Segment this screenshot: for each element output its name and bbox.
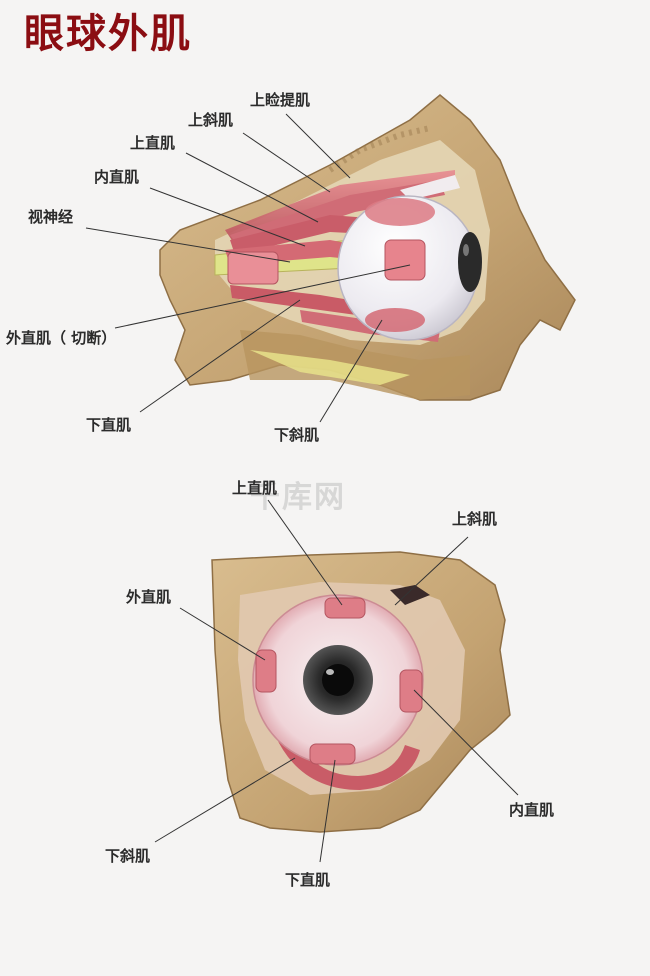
label-superior-rectus-front: 上直肌 [232, 479, 278, 497]
label-lateral-rectus-cut: 外直肌（ 切断） [6, 329, 117, 347]
side-view-diagram [159, 94, 576, 401]
front-view-diagram [211, 551, 511, 833]
superior-rectus-insertion [365, 198, 435, 226]
superior-oblique-tendon [400, 175, 460, 200]
side-leader-lines [85, 113, 411, 423]
inferior-rectus-muscle [230, 285, 380, 318]
front-superior-rectus [324, 597, 366, 619]
lateral-rectus-cut-stump [227, 251, 279, 285]
label-inferior-oblique-side: 下斜肌 [274, 426, 320, 444]
side-cornea [458, 232, 482, 292]
label-medial-rectus-front: 内直肌 [509, 801, 555, 819]
yellow-fat [250, 350, 410, 385]
bone-texture [328, 125, 431, 173]
front-pupil [322, 664, 354, 696]
side-cornea-highlight [463, 244, 469, 256]
label-superior-oblique-front: 上斜肌 [452, 510, 498, 528]
label-inferior-rectus-front: 下直肌 [285, 871, 331, 889]
label-lateral-rectus-front: 外直肌 [126, 588, 172, 606]
front-pupil-highlight [326, 669, 334, 675]
label-optic-nerve: 视神经 [28, 208, 74, 226]
watermark: 千库网 [250, 480, 346, 515]
lateral-rectus-insertion [384, 239, 426, 281]
front-inferior-rectus [309, 743, 356, 765]
inferior-rectus-insertion [365, 308, 425, 332]
label-medial-rectus-side: 内直肌 [94, 168, 140, 186]
label-superior-oblique-side: 上斜肌 [188, 111, 234, 129]
page-title: 眼球外肌 [24, 11, 192, 57]
front-lateral-rectus [255, 649, 277, 693]
front-leader-lines [154, 499, 519, 863]
front-inferior-oblique [275, 728, 420, 790]
label-superior-rectus-side: 上直肌 [130, 134, 176, 152]
label-inferior-oblique-front: 下斜肌 [105, 847, 151, 865]
label-inferior-rectus-side: 下直肌 [86, 416, 132, 434]
front-medial-rectus [399, 669, 423, 713]
label-levator: 上睑提肌 [250, 91, 311, 109]
